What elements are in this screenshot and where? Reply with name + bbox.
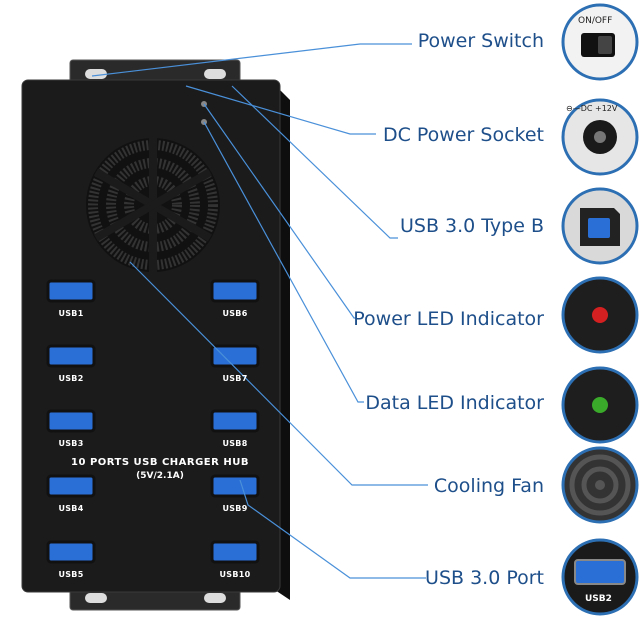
usb-port[interactable] [210,540,260,564]
callout-circles [561,3,639,616]
usb-ports-right [210,279,260,564]
usb-port[interactable] [46,540,96,564]
cooling-fan-grille [86,138,220,272]
usb-port[interactable] [210,279,260,303]
callout-cooling-fan: Cooling Fan [433,475,544,497]
port-label-usb1: USB1 [58,309,84,318]
switch-label: ON/OFF [578,16,613,26]
callout-dc-power-socket: DC Power Socket [382,124,544,146]
port-label-usb3: USB3 [58,439,84,448]
port-label-usb10: USB10 [219,570,251,579]
red-led-icon [592,307,608,323]
port-label-usb7: USB7 [222,374,248,383]
green-led-icon [592,397,608,413]
usb-port[interactable] [46,344,96,368]
usb-port-icon [574,559,626,585]
port-label-usb4: USB4 [58,504,84,513]
usb-port[interactable] [46,279,96,303]
usb-port[interactable] [210,409,260,433]
callout-power-switch: Power Switch [417,30,544,52]
port-label-usb9: USB9 [222,504,248,513]
usb-port[interactable] [210,474,260,498]
hub-title: 10 PORTS USB CHARGER HUB [71,457,249,468]
usb2-label: USB2 [585,594,612,604]
port-label-usb6: USB6 [222,309,248,318]
fan-icon [569,454,631,516]
port-label-usb8: USB8 [222,439,248,448]
leader-lines [91,43,428,579]
port-label-usb5: USB5 [58,570,84,579]
mount-hole [204,593,226,603]
hub-subtitle: (5V/2.1A) [136,471,184,481]
mount-hole [204,69,226,79]
port-label-usb2: USB2 [58,374,84,383]
callout-usb-type-b: USB 3.0 Type B [399,215,544,237]
usb-port[interactable] [46,474,96,498]
usb-ports-left [46,279,96,564]
callout-power-led: Power LED Indicator [353,308,544,330]
callout-usb-port: USB 3.0 Port [425,567,544,589]
usb-port[interactable] [46,409,96,433]
mount-hole [85,69,107,79]
dc-label: ⊖—DC +12V [566,104,618,113]
callout-data-led: Data LED Indicator [365,392,544,414]
usb-port[interactable] [210,344,260,368]
mount-hole [85,593,107,603]
